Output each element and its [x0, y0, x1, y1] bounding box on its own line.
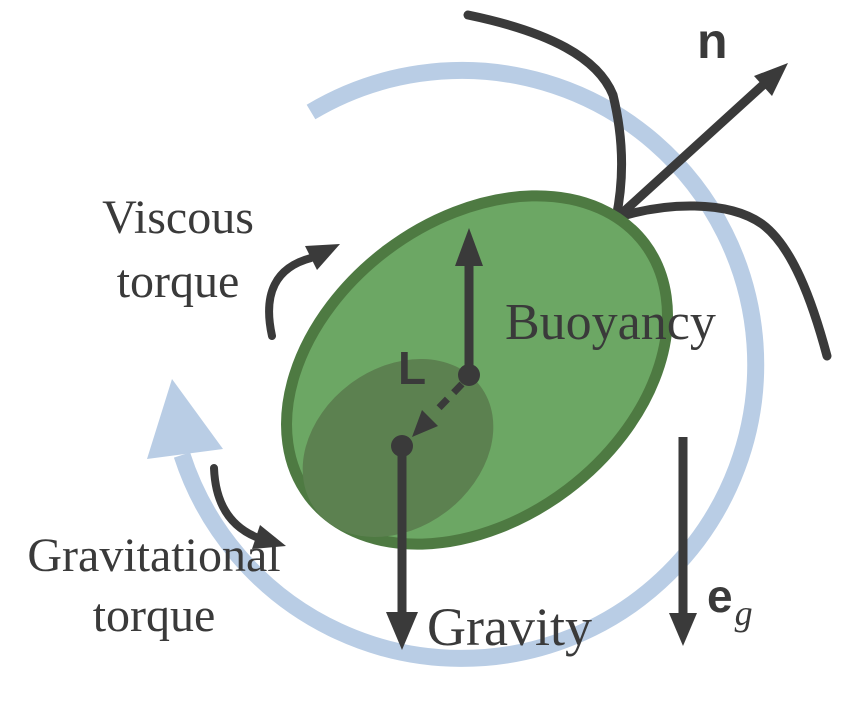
offset-arrowhead-icon: [412, 410, 438, 437]
offset-dashed-arrow: [431, 381, 465, 416]
gravity-unit-vector-label: eg: [707, 569, 753, 633]
normal-vector-arrow: [615, 81, 767, 220]
gravitational-torque-label: Gravitational torque: [8, 526, 300, 646]
gravity-direction-arrowhead-icon: [669, 613, 697, 646]
gravitational-torque-label-line2: torque: [92, 589, 216, 642]
flagellum-right: [611, 201, 832, 361]
viscous-torque-label: Viscous torque: [58, 186, 298, 314]
rotation-arc-arrowhead-icon: [147, 379, 223, 459]
gravitational-torque-arrowhead-icon: [252, 525, 286, 549]
buoyancy-label: Buoyancy: [505, 294, 716, 351]
offset-length-label: L: [398, 342, 427, 394]
gravity-unit-vector-base: e: [707, 570, 733, 622]
gravitational-torque-arrow: [210, 464, 260, 541]
rotation-arc: [173, 61, 765, 667]
gravity-arrowhead-icon: [386, 612, 418, 650]
gravitational-torque-label-line1: Gravitational: [27, 529, 281, 582]
flagellum-left: [463, 10, 627, 223]
gravity-label: Gravity: [427, 597, 592, 657]
viscous-torque-arrow: [265, 254, 315, 340]
normal-vector-arrowhead-icon: [754, 63, 788, 96]
center-of-buoyancy-dot: [458, 364, 480, 386]
viscous-torque-label-line2: torque: [116, 255, 240, 308]
viscous-torque-arrowhead-icon: [305, 244, 340, 270]
center-of-gravity-dot: [391, 435, 413, 457]
gravity-unit-vector-subscript: g: [734, 593, 753, 633]
normal-vector-label: n: [697, 13, 728, 69]
buoyancy-arrowhead-icon: [455, 228, 483, 266]
viscous-torque-label-line1: Viscous: [102, 191, 254, 244]
